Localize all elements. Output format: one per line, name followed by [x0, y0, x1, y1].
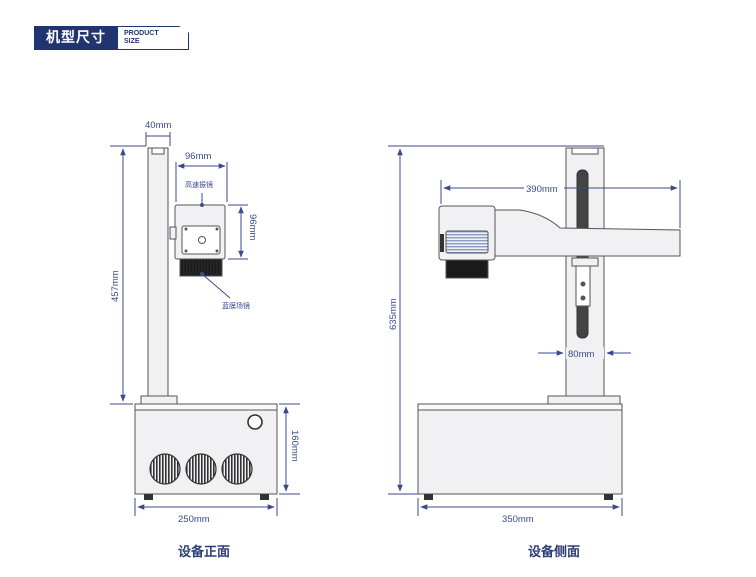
- front-dim-column-width: 40mm: [145, 120, 171, 131]
- power-button-icon: [247, 414, 263, 430]
- section-title: 机型尺寸: [34, 26, 118, 50]
- front-head-port: [198, 236, 206, 244]
- front-dim-head-height: 96mm: [247, 214, 258, 240]
- side-slider: [571, 257, 599, 267]
- front-vent-grills: [149, 453, 253, 485]
- side-head-grill: [445, 230, 489, 254]
- side-offset-label-bg: [566, 347, 604, 359]
- side-column-foot: [547, 395, 621, 405]
- side-view: [417, 147, 681, 500]
- side-dim-offset: 80mm: [568, 349, 594, 360]
- front-base-top: [134, 403, 278, 411]
- front-lens-leader-dot: [200, 272, 204, 276]
- front-galvo-leader-dot: [200, 203, 204, 207]
- front-dim-total-height: 457mm: [110, 270, 121, 302]
- section-subtitle-tag: PRODUCT SIZE: [118, 26, 189, 50]
- label-galvo: 高速振镜: [185, 180, 213, 189]
- side-dim-arm-length: 390mm: [526, 184, 558, 195]
- side-column-cap: [571, 147, 599, 155]
- front-dim-head-width: 96mm: [185, 151, 211, 162]
- side-slider-knob: [580, 295, 586, 301]
- side-dim-total-height: 635mm: [388, 298, 399, 330]
- front-foot-right: [260, 494, 269, 500]
- front-column: [147, 147, 169, 399]
- side-arm-label-bg: [526, 182, 564, 194]
- front-foot-left: [144, 494, 153, 500]
- front-column-cap: [151, 147, 165, 155]
- caption-side-view: 设备侧面: [527, 545, 580, 560]
- side-slider-knob: [580, 281, 586, 287]
- front-dim-base-width: 250mm: [178, 514, 210, 525]
- front-screw: [215, 227, 219, 231]
- side-field-lens: [445, 259, 489, 279]
- label-field-lens: 蓝膜场镜: [222, 301, 250, 310]
- side-foot-right: [604, 494, 613, 500]
- side-base: [417, 403, 623, 495]
- side-base-top: [417, 403, 623, 411]
- front-lens-ribs: [180, 259, 222, 276]
- front-dim-base-height: 160mm: [289, 430, 300, 462]
- front-screw: [184, 227, 188, 231]
- side-dim-base-width: 350mm: [502, 514, 534, 525]
- caption-front-view: 设备正面: [177, 545, 230, 560]
- section-header: 机型尺寸 PRODUCT SIZE: [34, 26, 194, 50]
- front-head-mount: [169, 226, 177, 240]
- front-screw: [215, 249, 219, 253]
- front-dimensions: [110, 132, 300, 516]
- front-view: [134, 147, 278, 500]
- subtitle-line-2: SIZE: [124, 38, 140, 45]
- side-foot-left: [424, 494, 433, 500]
- front-column-foot: [140, 395, 178, 405]
- subtitle-line-1: PRODUCT: [124, 30, 159, 37]
- side-head-port: [440, 234, 444, 252]
- side-arm: [493, 209, 681, 257]
- front-screw: [184, 249, 188, 253]
